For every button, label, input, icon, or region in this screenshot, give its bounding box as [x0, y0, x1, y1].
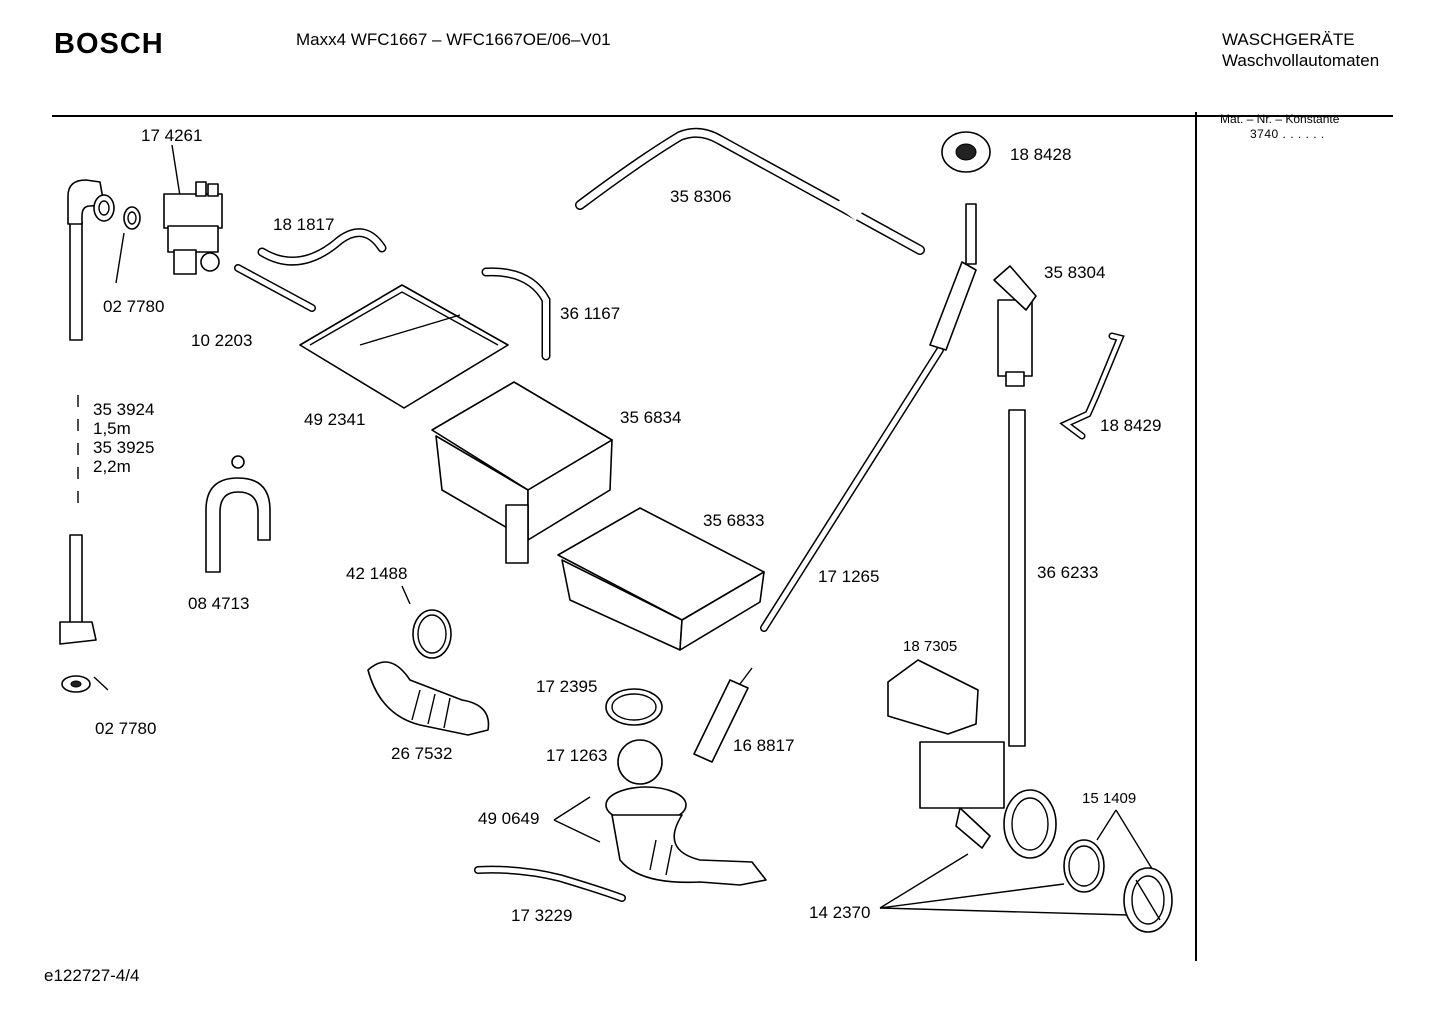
part-label-084713: 08 4713	[188, 594, 250, 613]
part-label-142370: 14 2370	[809, 903, 871, 922]
part-label-171263: 17 1263	[546, 746, 608, 765]
seal-ring-421488	[412, 609, 452, 659]
part-label-181817: 18 1817	[273, 215, 335, 234]
part-label-027780-lower: 02 7780	[95, 719, 157, 738]
short-tube	[234, 264, 316, 312]
detergent-drawer	[557, 507, 765, 651]
air-chamber	[993, 265, 1037, 387]
length-label-1-5m: 1,5m	[93, 419, 131, 438]
small-hose	[481, 267, 551, 361]
water-valve	[163, 181, 223, 275]
drain-filter	[1123, 867, 1173, 933]
part-label-102203: 10 2203	[191, 331, 253, 350]
part-label-421488: 42 1488	[346, 564, 408, 583]
part-label-358304: 35 8304	[1044, 263, 1106, 282]
part-label-171265: 17 1265	[818, 567, 880, 586]
part-label-267532: 26 7532	[391, 744, 453, 763]
part-label-356833: 35 6833	[703, 511, 765, 530]
ball-171263	[617, 739, 663, 785]
part-label-151409: 15 1409	[1082, 790, 1137, 807]
drain-pump	[919, 741, 1057, 859]
thin-hose	[474, 865, 626, 902]
dispenser-housing	[431, 381, 613, 564]
side-divider	[1195, 112, 1197, 961]
part-label-188428: 18 8428	[1010, 145, 1072, 164]
model-title: Maxx4 WFC1667 – WFC1667OE/06–V01	[296, 30, 611, 49]
category-subtitle: Waschvollautomaten	[1222, 51, 1380, 70]
drawing-code: e122727-4/4	[44, 966, 140, 985]
part-label-168817: 16 8817	[733, 736, 795, 755]
part-label-492341: 49 2341	[304, 410, 366, 429]
part-label-173229: 17 3229	[511, 906, 573, 925]
part-label-490649: 49 0649	[478, 809, 540, 828]
brand-logo: BOSCH	[54, 28, 164, 60]
long-straight-hose	[760, 203, 977, 632]
dispenser-cover	[299, 284, 509, 409]
part-label-353925: 35 3925	[93, 438, 155, 457]
header-divider	[52, 115, 1393, 117]
inlet-hose-lower	[59, 534, 97, 693]
leader-lines	[77, 144, 1155, 916]
part-label-366233: 36 6233	[1037, 563, 1099, 582]
vertical-hose	[1008, 409, 1026, 747]
part-label-188429: 18 8429	[1100, 416, 1162, 435]
sensor-tube	[693, 667, 753, 763]
category-title: WASCHGERÄTE	[1222, 30, 1355, 49]
pump-cover	[887, 659, 979, 735]
part-label-187305: 18 7305	[903, 638, 958, 655]
material-number-value: 3740 . . . . . .	[1250, 127, 1325, 141]
bellows-hose	[367, 661, 490, 736]
inlet-hose-upper	[67, 179, 141, 341]
part-label-361167: 36 1167	[560, 304, 621, 323]
sump-hose	[605, 786, 767, 886]
part-label-353924: 35 3924	[93, 400, 155, 419]
part-label-172395: 17 2395	[536, 677, 598, 696]
bent-tube	[1059, 332, 1125, 440]
part-label-027780-upper: 02 7780	[103, 297, 165, 316]
part-label-358306: 35 8306	[670, 187, 732, 206]
length-label-2-2m: 2,2m	[93, 457, 131, 476]
curved-hose	[257, 228, 387, 266]
part-label-174261: 17 4261	[141, 126, 203, 145]
seal-ring-142370	[1063, 839, 1105, 893]
hose-bracket	[205, 455, 271, 573]
pressure-switch	[941, 131, 991, 173]
part-label-356834: 35 6834	[620, 408, 682, 427]
seal-ring-172395	[605, 688, 663, 726]
long-hose	[575, 127, 925, 255]
